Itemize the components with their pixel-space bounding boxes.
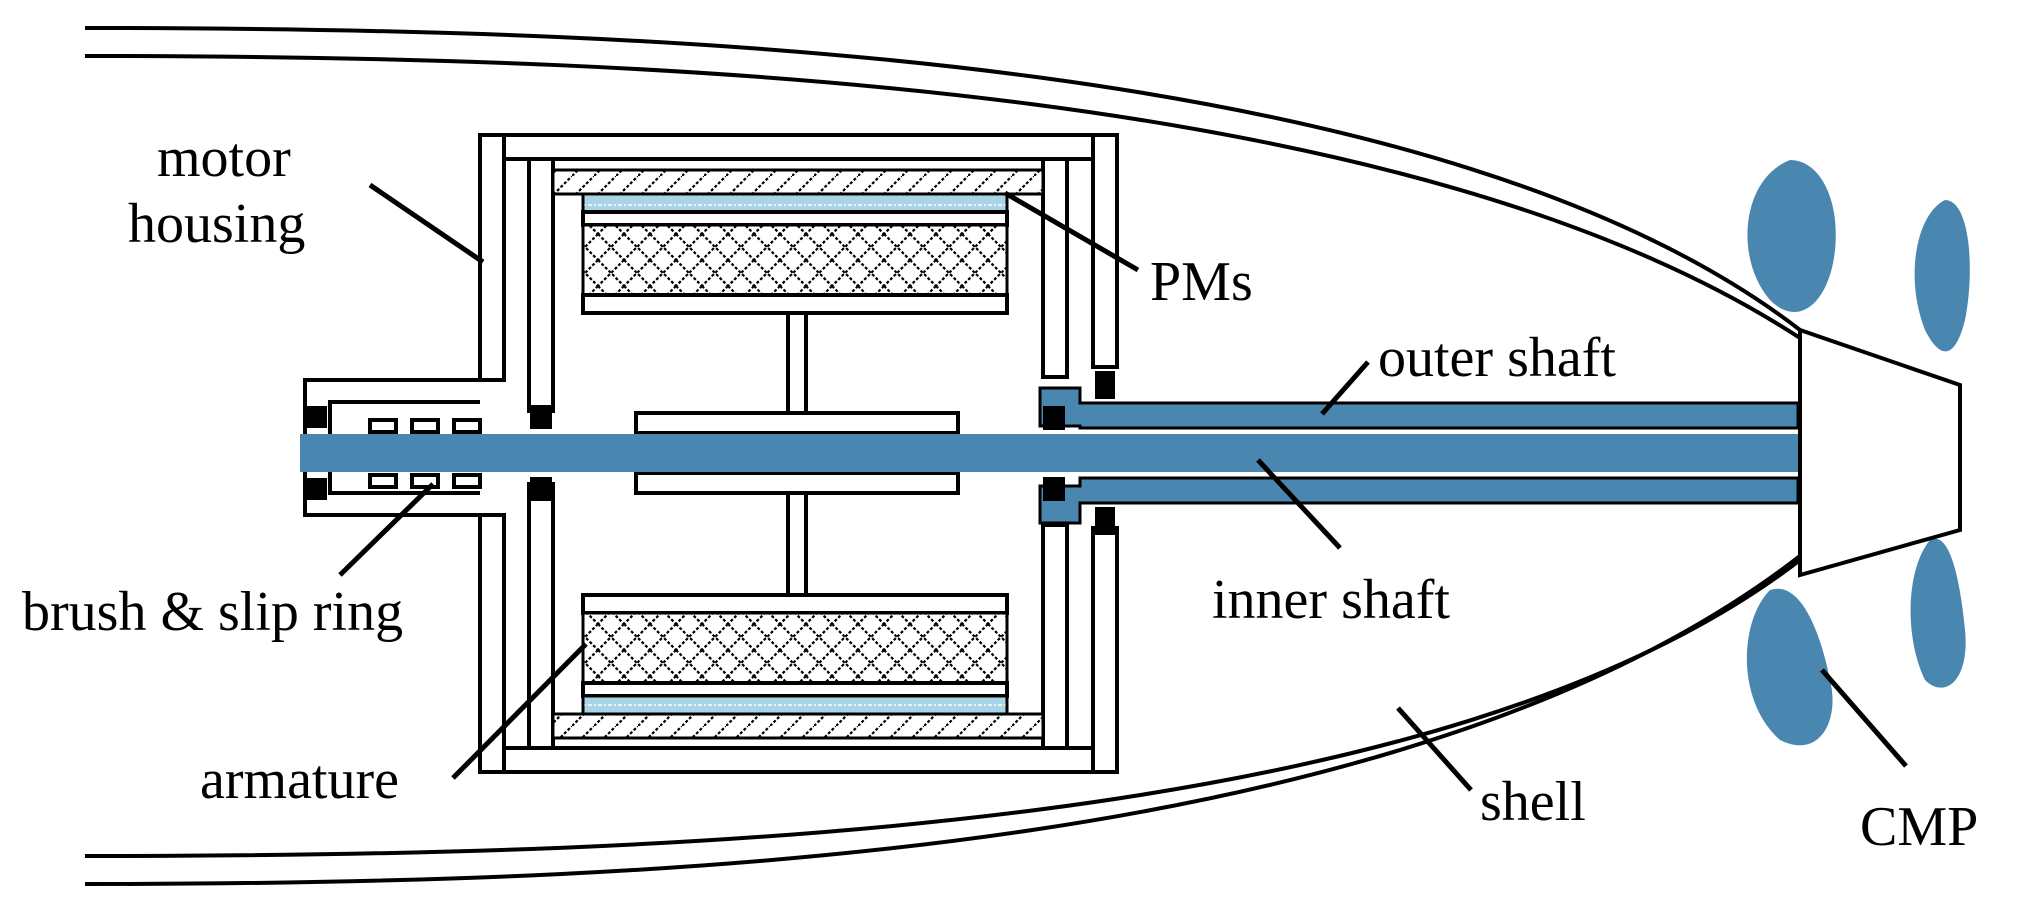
rotor-hub (634, 311, 960, 597)
cmp-propeller (1746, 160, 1970, 746)
label-cmp: CMP (1860, 796, 1978, 858)
bearings (307, 371, 1115, 535)
armature-bottom (551, 593, 1045, 740)
label-motor-housing-2: housing (128, 193, 305, 255)
label-brush-slip-ring: brush & slip ring (22, 581, 403, 643)
shell-outline (84, 26, 1802, 886)
inner-shaft (300, 434, 1800, 472)
label-armature: armature (200, 749, 399, 811)
label-inner-shaft: inner shaft (1212, 569, 1450, 631)
armature-top (551, 168, 1045, 315)
label-shell: shell (1480, 771, 1586, 833)
label-motor-housing-1: motor (157, 127, 291, 189)
motor-housing (303, 133, 1119, 774)
slip-rings (368, 418, 482, 489)
label-outer-shaft: outer shaft (1378, 327, 1616, 389)
leader-lines (338, 182, 1908, 792)
label-pms: PMs (1150, 251, 1253, 313)
